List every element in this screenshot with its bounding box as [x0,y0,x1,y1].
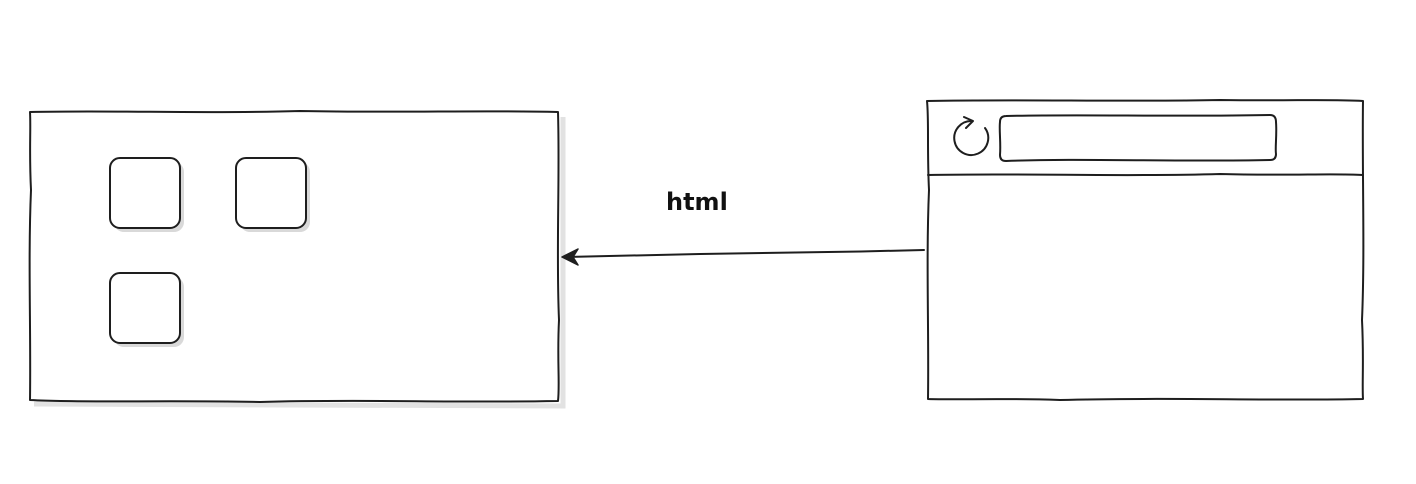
app-tile-3[interactable] [109,272,184,347]
edge-label: html [666,188,728,216]
reload-icon[interactable] [953,116,990,156]
browser-window [926,99,1365,401]
connector-line [565,249,925,258]
app-tile-1[interactable] [109,157,184,232]
app-window-shadow [33,117,566,409]
address-bar[interactable] [998,114,1278,162]
browser-window-frame [926,99,1365,401]
arrow-left-icon [561,248,579,266]
app-tile-2[interactable] [235,157,310,232]
app-window [28,110,566,409]
app-window-frame [28,110,560,403]
connector: html [561,188,925,266]
browser-toolbar-divider [927,173,1364,177]
